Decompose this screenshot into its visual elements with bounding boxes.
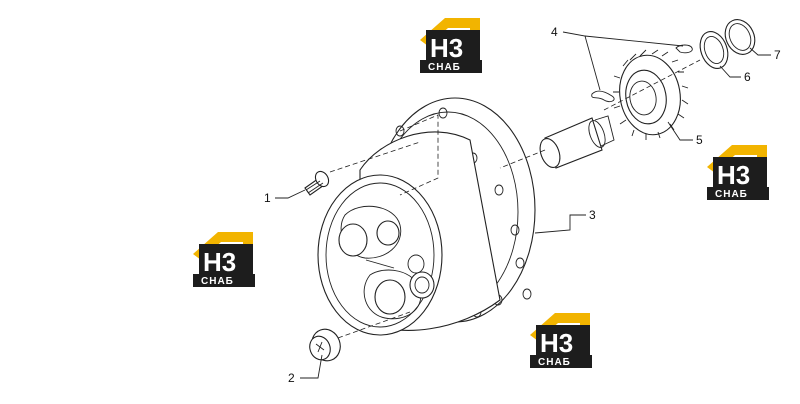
watermark-sub-text: CHAБ	[428, 62, 461, 73]
pin-part-5	[499, 115, 615, 169]
callout-2: 2	[288, 371, 295, 385]
leader-line-4	[562, 31, 684, 91]
watermark-logo-right: H3 CHAБ	[707, 145, 769, 200]
callout-7: 7	[774, 48, 781, 62]
watermark-logo-bottom: H3 CHAБ	[530, 313, 592, 368]
watermark-main-text: H3	[540, 328, 573, 358]
washer-part-6	[699, 31, 729, 69]
watermark-logo-left: H3 CHAБ	[193, 232, 255, 287]
watermark-main-text: H3	[430, 33, 463, 63]
callout-4: 4	[551, 25, 558, 39]
plug-part-2	[309, 311, 411, 362]
watermark-sub-text: CHAБ	[201, 276, 234, 287]
watermark-logo-top: H3 CHAБ	[420, 18, 482, 73]
leader-line-1	[275, 189, 306, 199]
callout-5: 5	[696, 133, 703, 147]
leader-line-2	[300, 354, 323, 379]
snap-ring-part-7	[724, 19, 756, 55]
planet-gear	[613, 49, 689, 140]
leader-line-6	[719, 65, 741, 78]
leader-line-5	[667, 121, 693, 141]
callout-1: 1	[264, 191, 271, 205]
callout-3: 3	[589, 208, 596, 222]
watermark-sub-text: CHAБ	[538, 357, 571, 368]
watermark-main-text: H3	[717, 160, 750, 190]
watermark-sub-text: CHAБ	[715, 189, 748, 200]
callout-6: 6	[744, 70, 751, 84]
leader-line-7	[749, 47, 771, 56]
screw-part-1	[304, 141, 421, 196]
leader-line-3	[534, 214, 586, 234]
housing-flange	[317, 97, 536, 336]
watermark-main-text: H3	[203, 247, 236, 277]
